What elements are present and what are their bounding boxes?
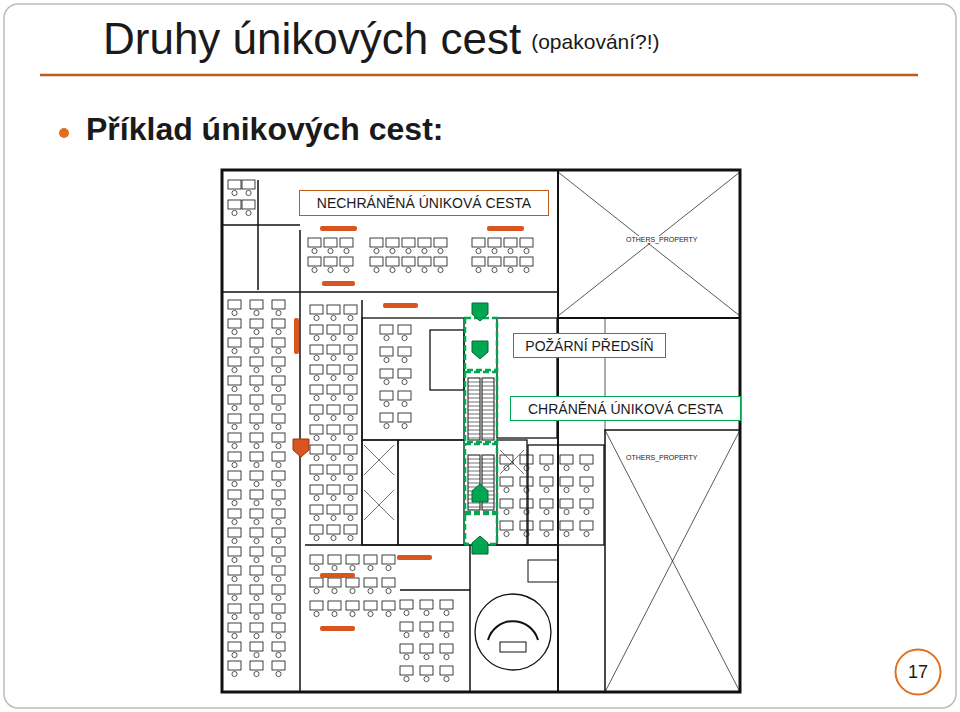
callout-box: NECHRÁNĚNÁ ÚNIKOVÁ CESTA — [299, 190, 549, 216]
bullet-text: Příklad únikových cest: — [86, 111, 443, 148]
plan-label: OTHERS_PROPERTY — [626, 454, 697, 461]
plan-label: OTHERS_PROPERTY — [626, 236, 697, 243]
plan-drawing — [222, 170, 740, 692]
protected-route — [465, 303, 497, 554]
title-rule — [40, 74, 918, 77]
slide-frame — [4, 4, 956, 708]
slide-title: Druhy únikových cest — [103, 14, 521, 64]
callout-text: CHRÁNĚNÁ ÚNIKOVÁ CESTA — [528, 401, 723, 417]
callout-text: NECHRÁNĚNÁ ÚNIKOVÁ CESTA — [317, 195, 531, 211]
title-note: (opakování?!) — [531, 30, 659, 54]
unprotected-route — [293, 226, 524, 631]
callout-box: CHRÁNĚNÁ ÚNIKOVÁ CESTA — [510, 396, 741, 421]
bullet-dot — [59, 128, 69, 138]
callout-box: POŽÁRNÍ PŘEDSÍŇ — [513, 333, 666, 358]
page-number: 17 — [894, 648, 942, 696]
page-number-text: 17 — [908, 662, 928, 683]
callout-text: POŽÁRNÍ PŘEDSÍŇ — [525, 338, 653, 354]
